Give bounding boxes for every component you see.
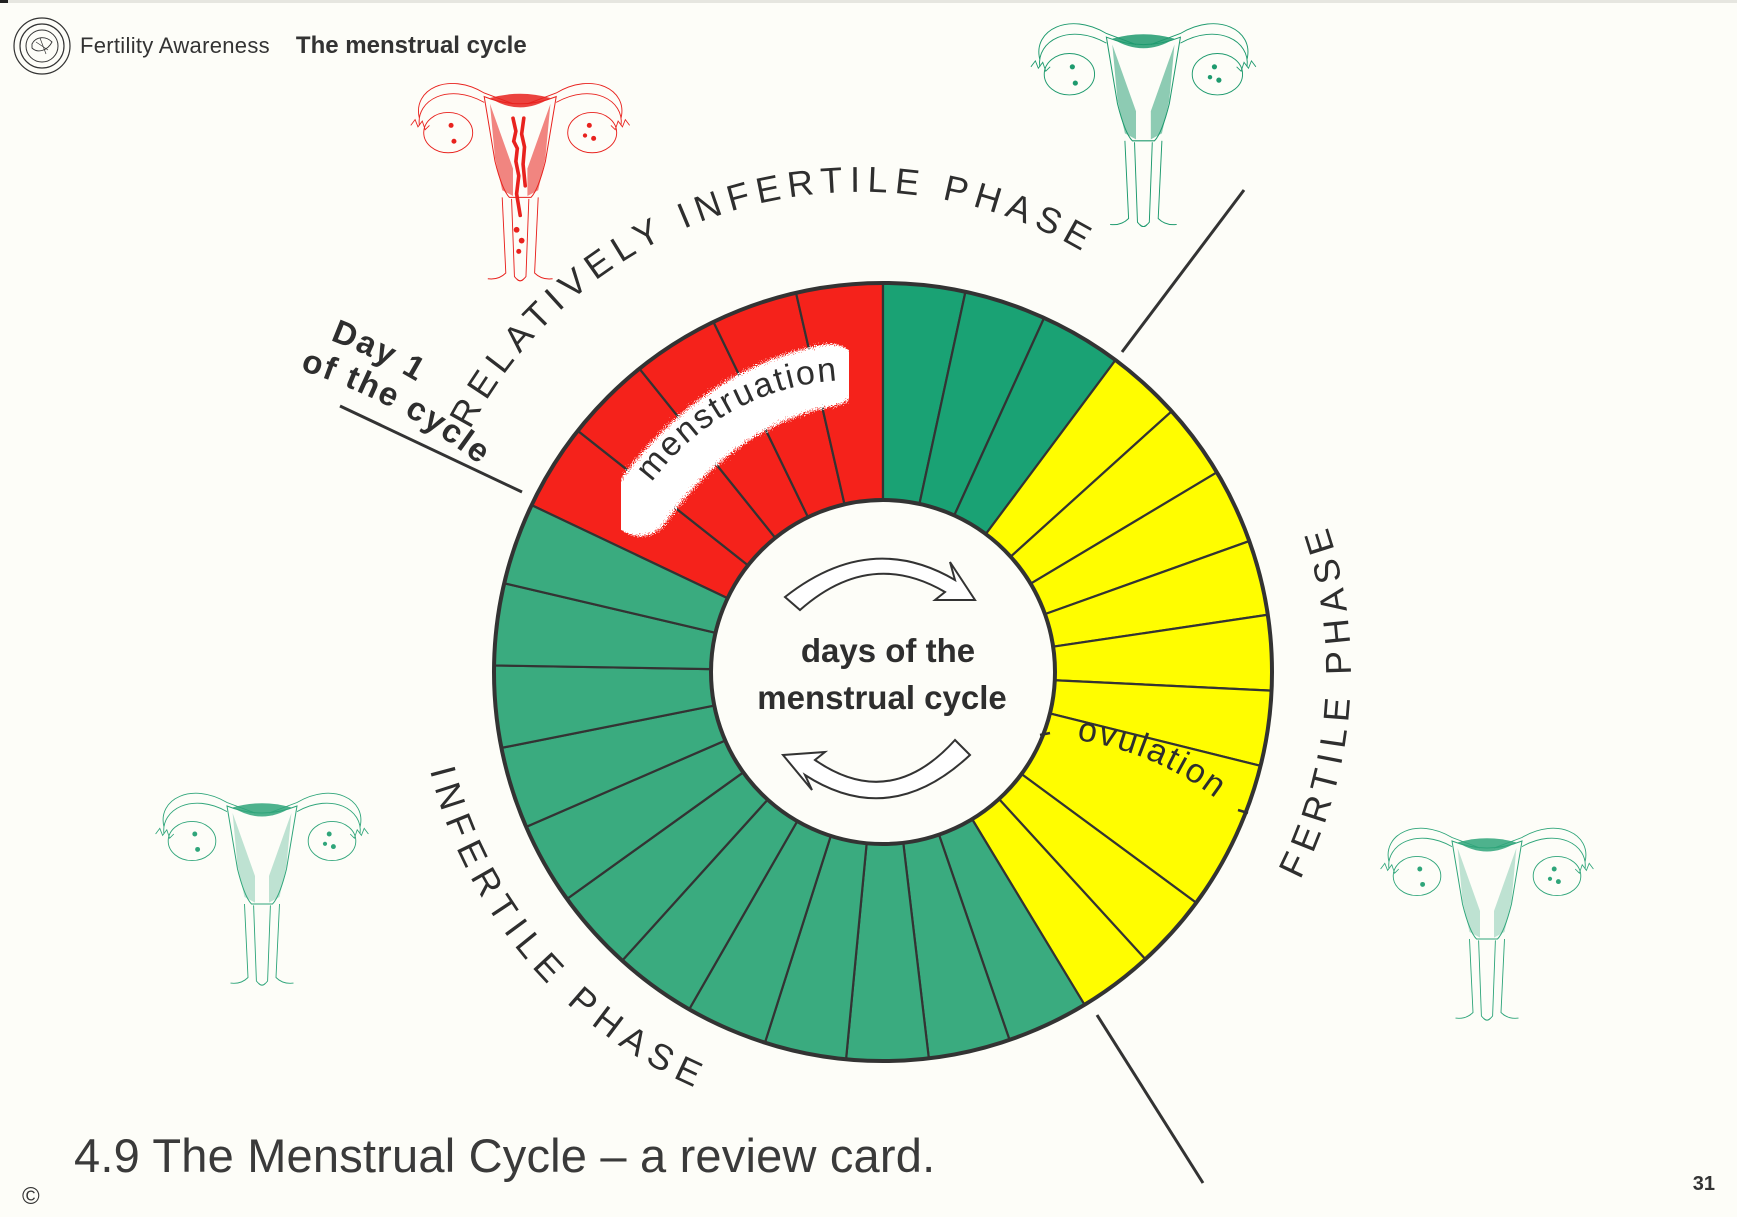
center-text-line2: menstrual cycle	[757, 679, 1006, 716]
concentric-circle-emblem-icon	[13, 17, 71, 75]
clockwise-arrow-icon	[783, 557, 977, 612]
copyright-symbol: ©	[22, 1183, 40, 1210]
page-number: 31	[1692, 1173, 1715, 1195]
page-header: Fertility Awareness The menstrual cycle	[12, 16, 527, 76]
section-title: The menstrual cycle	[295, 32, 527, 59]
phase-divider-bottom-right	[1095, 1014, 1205, 1184]
ovulation-tick-start	[1039, 731, 1051, 737]
uterus-relatively-infertile-illustration	[1030, 23, 1257, 228]
clockwise-arrow-icon	[780, 738, 972, 800]
day1-divider-line	[339, 404, 523, 494]
uterus-infertile-illustration	[155, 792, 369, 986]
top-border	[0, 0, 1737, 3]
wheel-outer-ring	[492, 281, 1274, 1063]
uterus-fertile-illustration	[1380, 827, 1594, 1021]
menstruation-highlight	[609, 344, 861, 536]
center-text-line1: days of the	[801, 632, 975, 669]
ovulation-tick-end	[1237, 808, 1249, 815]
phase-divider-top-right	[1120, 189, 1246, 353]
uterus-menstruation-illustration	[410, 83, 630, 282]
fertile-phase-label: FERTILE PHASE	[1270, 518, 1359, 884]
brand-name: Fertility Awareness	[80, 33, 270, 58]
figure-caption: 4.9 The Menstrual Cycle – a review card.	[74, 1129, 936, 1182]
